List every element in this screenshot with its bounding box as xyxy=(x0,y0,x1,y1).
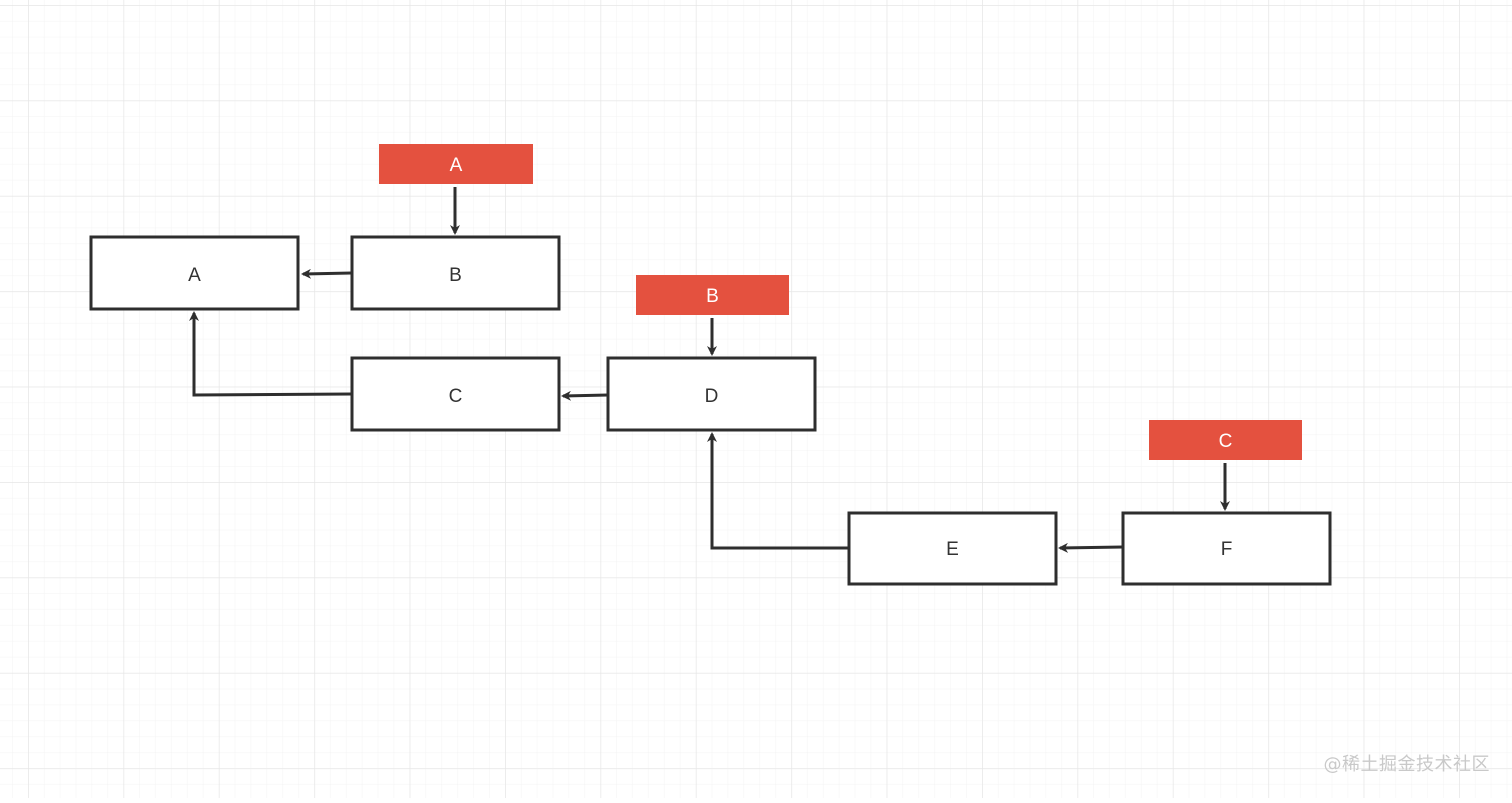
tag-c-label: C xyxy=(1219,431,1233,452)
edges xyxy=(189,187,1230,553)
node-f-label: F xyxy=(1221,539,1233,560)
edge-e-to-d xyxy=(707,432,849,550)
node-d[interactable]: D xyxy=(606,356,817,432)
node-b-label: B xyxy=(449,265,462,286)
tag-c[interactable]: C xyxy=(1149,420,1302,460)
edge-d-to-c xyxy=(561,390,609,401)
watermark: @稀土掘金技术社区 xyxy=(1323,754,1490,775)
node-c-label: C xyxy=(449,386,463,407)
tag-b[interactable]: B xyxy=(636,275,789,315)
edge-c-to-a xyxy=(189,311,353,397)
node-f[interactable]: F xyxy=(1121,511,1332,586)
node-a-label: A xyxy=(188,265,201,286)
node-e-label: E xyxy=(946,539,959,560)
tag-a-label: A xyxy=(450,155,463,176)
node-a[interactable]: A xyxy=(89,235,300,311)
edge-b-to-a xyxy=(301,268,353,279)
node-d-label: D xyxy=(705,386,719,407)
node-c[interactable]: C xyxy=(350,356,561,432)
tag-b-label: B xyxy=(706,286,719,307)
edge-f-to-e xyxy=(1058,542,1124,553)
tag-a[interactable]: A xyxy=(379,144,533,184)
node-e[interactable]: E xyxy=(847,511,1058,586)
node-b[interactable]: B xyxy=(350,235,561,311)
